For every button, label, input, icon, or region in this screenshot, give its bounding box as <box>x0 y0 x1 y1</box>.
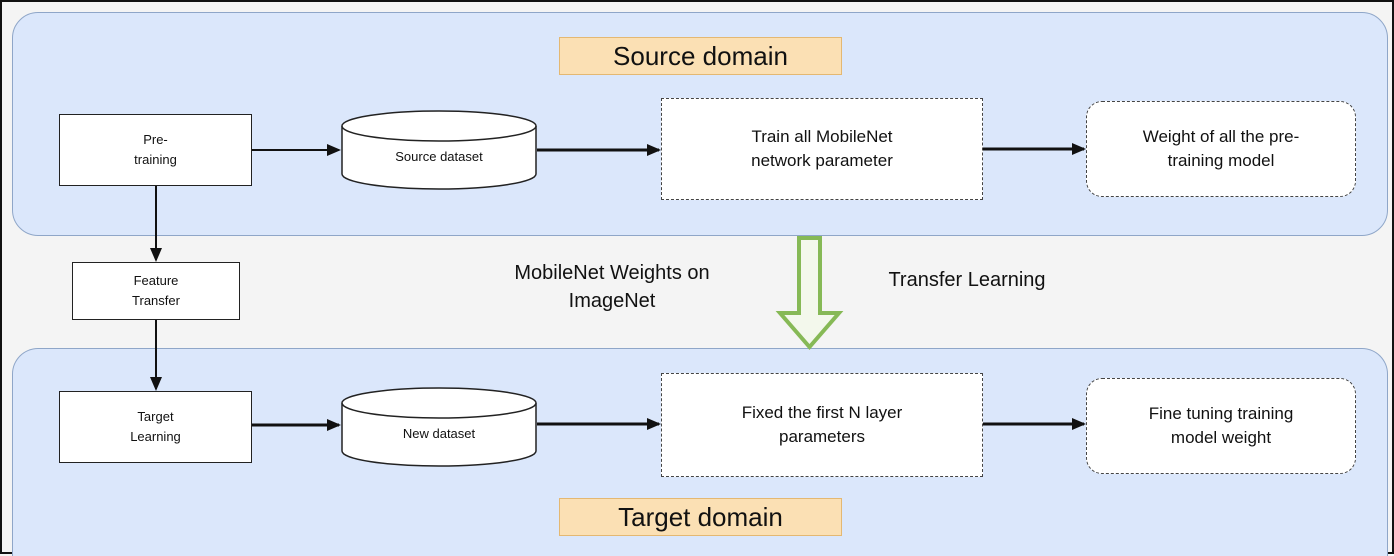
transfer-learning-annotation: Transfer Learning <box>888 269 1046 291</box>
new-dataset-label: New dataset <box>402 426 476 441</box>
target-learning-label: Target Learning <box>130 408 181 444</box>
pretraining-box: Pre- training <box>59 114 252 186</box>
weight-all-label: Weight of all the pre- training model <box>1142 127 1300 170</box>
pretraining-label: Pre- training <box>134 131 177 167</box>
transfer-down-arrow <box>775 236 844 351</box>
train-all-label: Train all MobileNet network parameter <box>751 127 893 170</box>
mobilenet-weights-annotation: MobileNet Weights on ImageNet <box>514 262 710 312</box>
target-domain-label: Target domain <box>559 498 842 536</box>
feature-transfer-label: Feature Transfer <box>132 272 180 308</box>
weight-all-box: Weight of all the pre- training model <box>1086 101 1356 197</box>
new-dataset-cylinder: New dataset <box>341 387 537 467</box>
fixed-n-layers-box: Fixed the first N layer parameters <box>661 373 983 477</box>
fine-tuning-box: Fine tuning training model weight <box>1086 378 1356 474</box>
fine-tuning-label: Fine tuning training model weight <box>1148 404 1294 447</box>
fixed-n-layers-label: Fixed the first N layer parameters <box>741 403 903 446</box>
source-dataset-cylinder: Source dataset <box>341 110 537 190</box>
train-all-box: Train all MobileNet network parameter <box>661 98 983 200</box>
database-icon <box>341 387 537 467</box>
target-learning-box: Target Learning <box>59 391 252 463</box>
source-domain-label: Source domain <box>559 37 842 75</box>
feature-transfer-box: Feature Transfer <box>72 262 240 320</box>
source-dataset-label: Source dataset <box>395 149 483 164</box>
database-icon <box>341 110 537 190</box>
